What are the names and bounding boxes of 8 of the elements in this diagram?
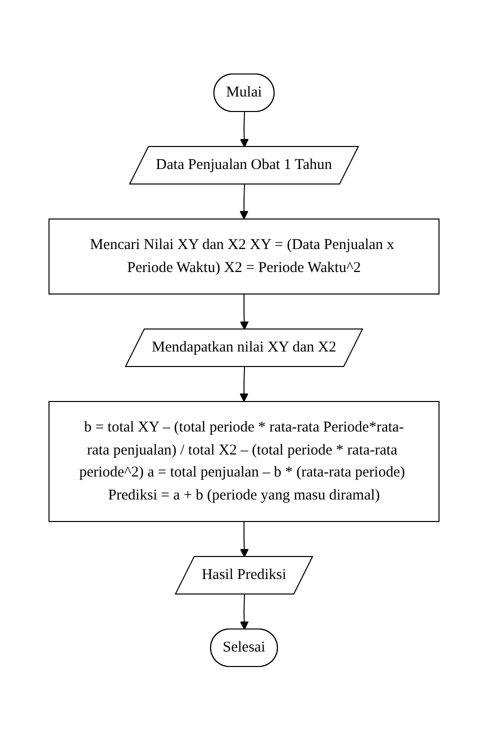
arrow [240, 520, 249, 558]
arrow [240, 293, 249, 330]
node-box: Mencari Nilai XY dan X2 XY = (Data Penjualan x Periode Waktu) X2 = Periode Waktu^2 [48, 218, 440, 294]
arrow [240, 594, 249, 630]
node-box: b = total XY – (total periode * rata-rata Periode*rata-rata penjualan) / total X2 – (total periode * rata-rata periode^2) a = total penjualan – b * (rata-rata periode) Prediksi = a + b (periode yang masu diramal) [48, 400, 440, 522]
arrow [240, 111, 249, 148]
arrow [240, 184, 248, 220]
arrow [240, 366, 248, 402]
